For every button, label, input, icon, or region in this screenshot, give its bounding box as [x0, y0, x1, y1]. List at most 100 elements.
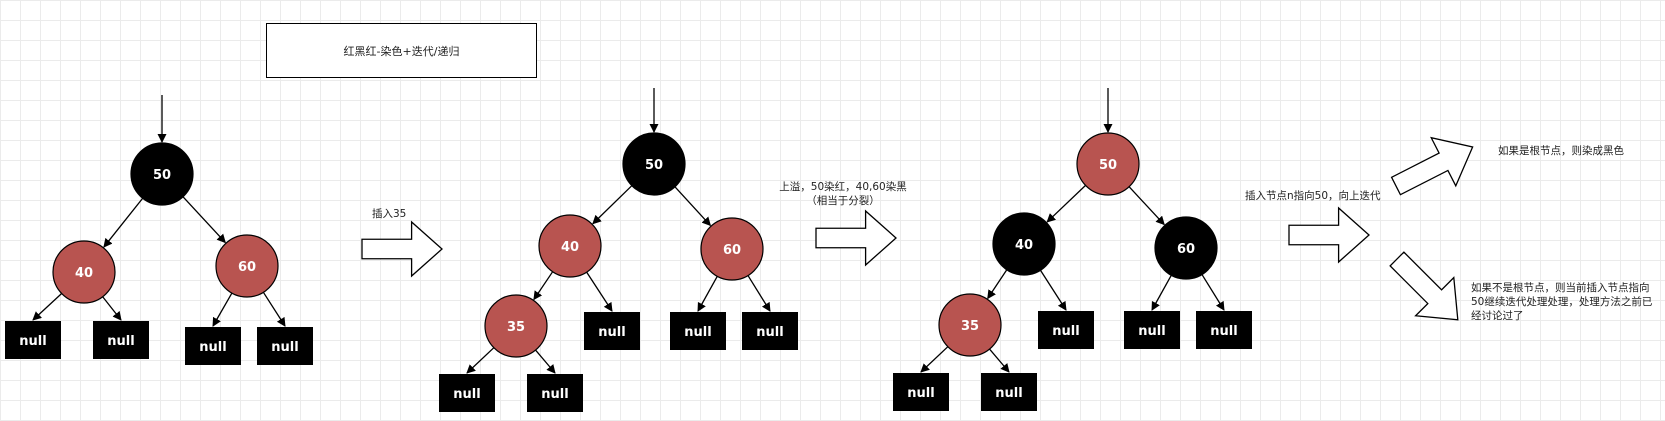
edges-layer	[32, 88, 1225, 374]
null-leaf: null	[1196, 311, 1252, 349]
null-box	[185, 327, 241, 365]
null-edge	[697, 275, 718, 312]
null-leaf: null	[893, 373, 949, 411]
node-circle	[1076, 132, 1140, 196]
tree-edge	[103, 197, 144, 248]
null-leaf: null	[670, 312, 726, 350]
tree-edge	[592, 185, 633, 225]
node-circle	[938, 293, 1002, 357]
annotation-is-root: 如果是根节点，则染成黑色	[1498, 145, 1624, 157]
node-label: 35	[507, 320, 525, 335]
null-box	[93, 321, 149, 359]
tree-node-50: 50	[1076, 132, 1140, 196]
null-box	[1038, 311, 1094, 349]
tree-node-40: 40	[538, 214, 602, 278]
null-box	[893, 373, 949, 411]
tree-node-60: 60	[700, 217, 764, 281]
node-label: 50	[1099, 158, 1117, 173]
node-label: 35	[961, 319, 979, 334]
tree-node-35: 35	[484, 294, 548, 358]
node-label: 60	[1177, 242, 1195, 257]
null-edge	[466, 347, 495, 374]
null-leaf: null	[1038, 311, 1094, 349]
null-label: null	[271, 340, 298, 355]
node-label: 60	[238, 260, 256, 275]
null-label: null	[107, 334, 134, 349]
node-label: 40	[1015, 238, 1033, 253]
null-leaf: null	[93, 321, 149, 359]
block-arrow-overflow	[815, 209, 897, 267]
tree-edge	[674, 186, 712, 227]
node-circle	[52, 240, 116, 304]
null-edge	[1201, 274, 1225, 311]
null-edge	[1151, 274, 1172, 311]
block-arrow-not-root	[1389, 251, 1459, 321]
node-circle	[215, 234, 279, 298]
null-label: null	[19, 334, 46, 349]
tree-edge	[182, 196, 226, 244]
null-box	[742, 312, 798, 350]
node-label: 60	[723, 243, 741, 258]
null-label: null	[684, 325, 711, 340]
null-box	[257, 327, 313, 365]
null-box	[670, 312, 726, 350]
title-box: 红黑红-染色+迭代/递归	[266, 23, 537, 78]
null-leaf: null	[981, 373, 1037, 411]
tree-node-50: 50	[622, 132, 686, 196]
null-leaf: null	[584, 312, 640, 350]
block-arrow-insert	[361, 220, 443, 278]
node-circle	[538, 214, 602, 278]
null-label: null	[995, 386, 1022, 401]
null-box	[439, 374, 495, 412]
title-text: 红黑红-染色+迭代/递归	[343, 44, 460, 58]
null-label: null	[199, 340, 226, 355]
node-label: 50	[645, 158, 663, 173]
null-leaf: null	[1124, 311, 1180, 349]
tree-node-40: 40	[52, 240, 116, 304]
null-edge	[586, 271, 613, 312]
null-edge	[535, 349, 556, 374]
tree-node-40: 40	[992, 212, 1056, 276]
null-label: null	[453, 387, 480, 402]
null-edge	[32, 293, 63, 321]
null-leaf: null	[257, 327, 313, 365]
block-arrow-root	[1390, 136, 1474, 196]
annotation-not-root: 如果不是根节点，则当前插入节点指向50继续迭代处理处理，处理方法之前已经讨论过了	[1471, 282, 1653, 322]
null-box	[1196, 311, 1252, 349]
null-edge	[747, 275, 771, 312]
tree-node-35: 35	[938, 293, 1002, 357]
null-leaf: null	[742, 312, 798, 350]
null-edge	[920, 346, 949, 373]
tree-node-60: 60	[215, 234, 279, 298]
node-circle	[700, 217, 764, 281]
null-label: null	[1210, 324, 1237, 339]
null-leaf: null	[5, 321, 61, 359]
null-box	[584, 312, 640, 350]
block-arrows-layer	[361, 136, 1474, 321]
annotation-insert: 插入35	[372, 208, 407, 220]
block-arrow-iterate	[1288, 206, 1370, 264]
tree-edge	[987, 269, 1008, 300]
null-label: null	[1052, 324, 1079, 339]
null-label: null	[541, 387, 568, 402]
null-box	[1124, 311, 1180, 349]
node-circle	[622, 132, 686, 196]
tree-edge	[1128, 186, 1165, 226]
node-circle	[992, 212, 1056, 276]
null-edge	[1039, 269, 1067, 311]
node-label: 40	[561, 240, 579, 255]
node-circle	[484, 294, 548, 358]
tree-edge	[1046, 184, 1087, 223]
null-label: null	[598, 325, 625, 340]
null-label: null	[1138, 324, 1165, 339]
null-leaf: null	[439, 374, 495, 412]
null-box	[5, 321, 61, 359]
null-box	[981, 373, 1037, 411]
tree-edge	[533, 271, 554, 301]
null-edge	[212, 292, 233, 327]
tree-node-60: 60	[1154, 216, 1218, 280]
tree-node-50: 50	[130, 142, 194, 206]
null-label: null	[756, 325, 783, 340]
